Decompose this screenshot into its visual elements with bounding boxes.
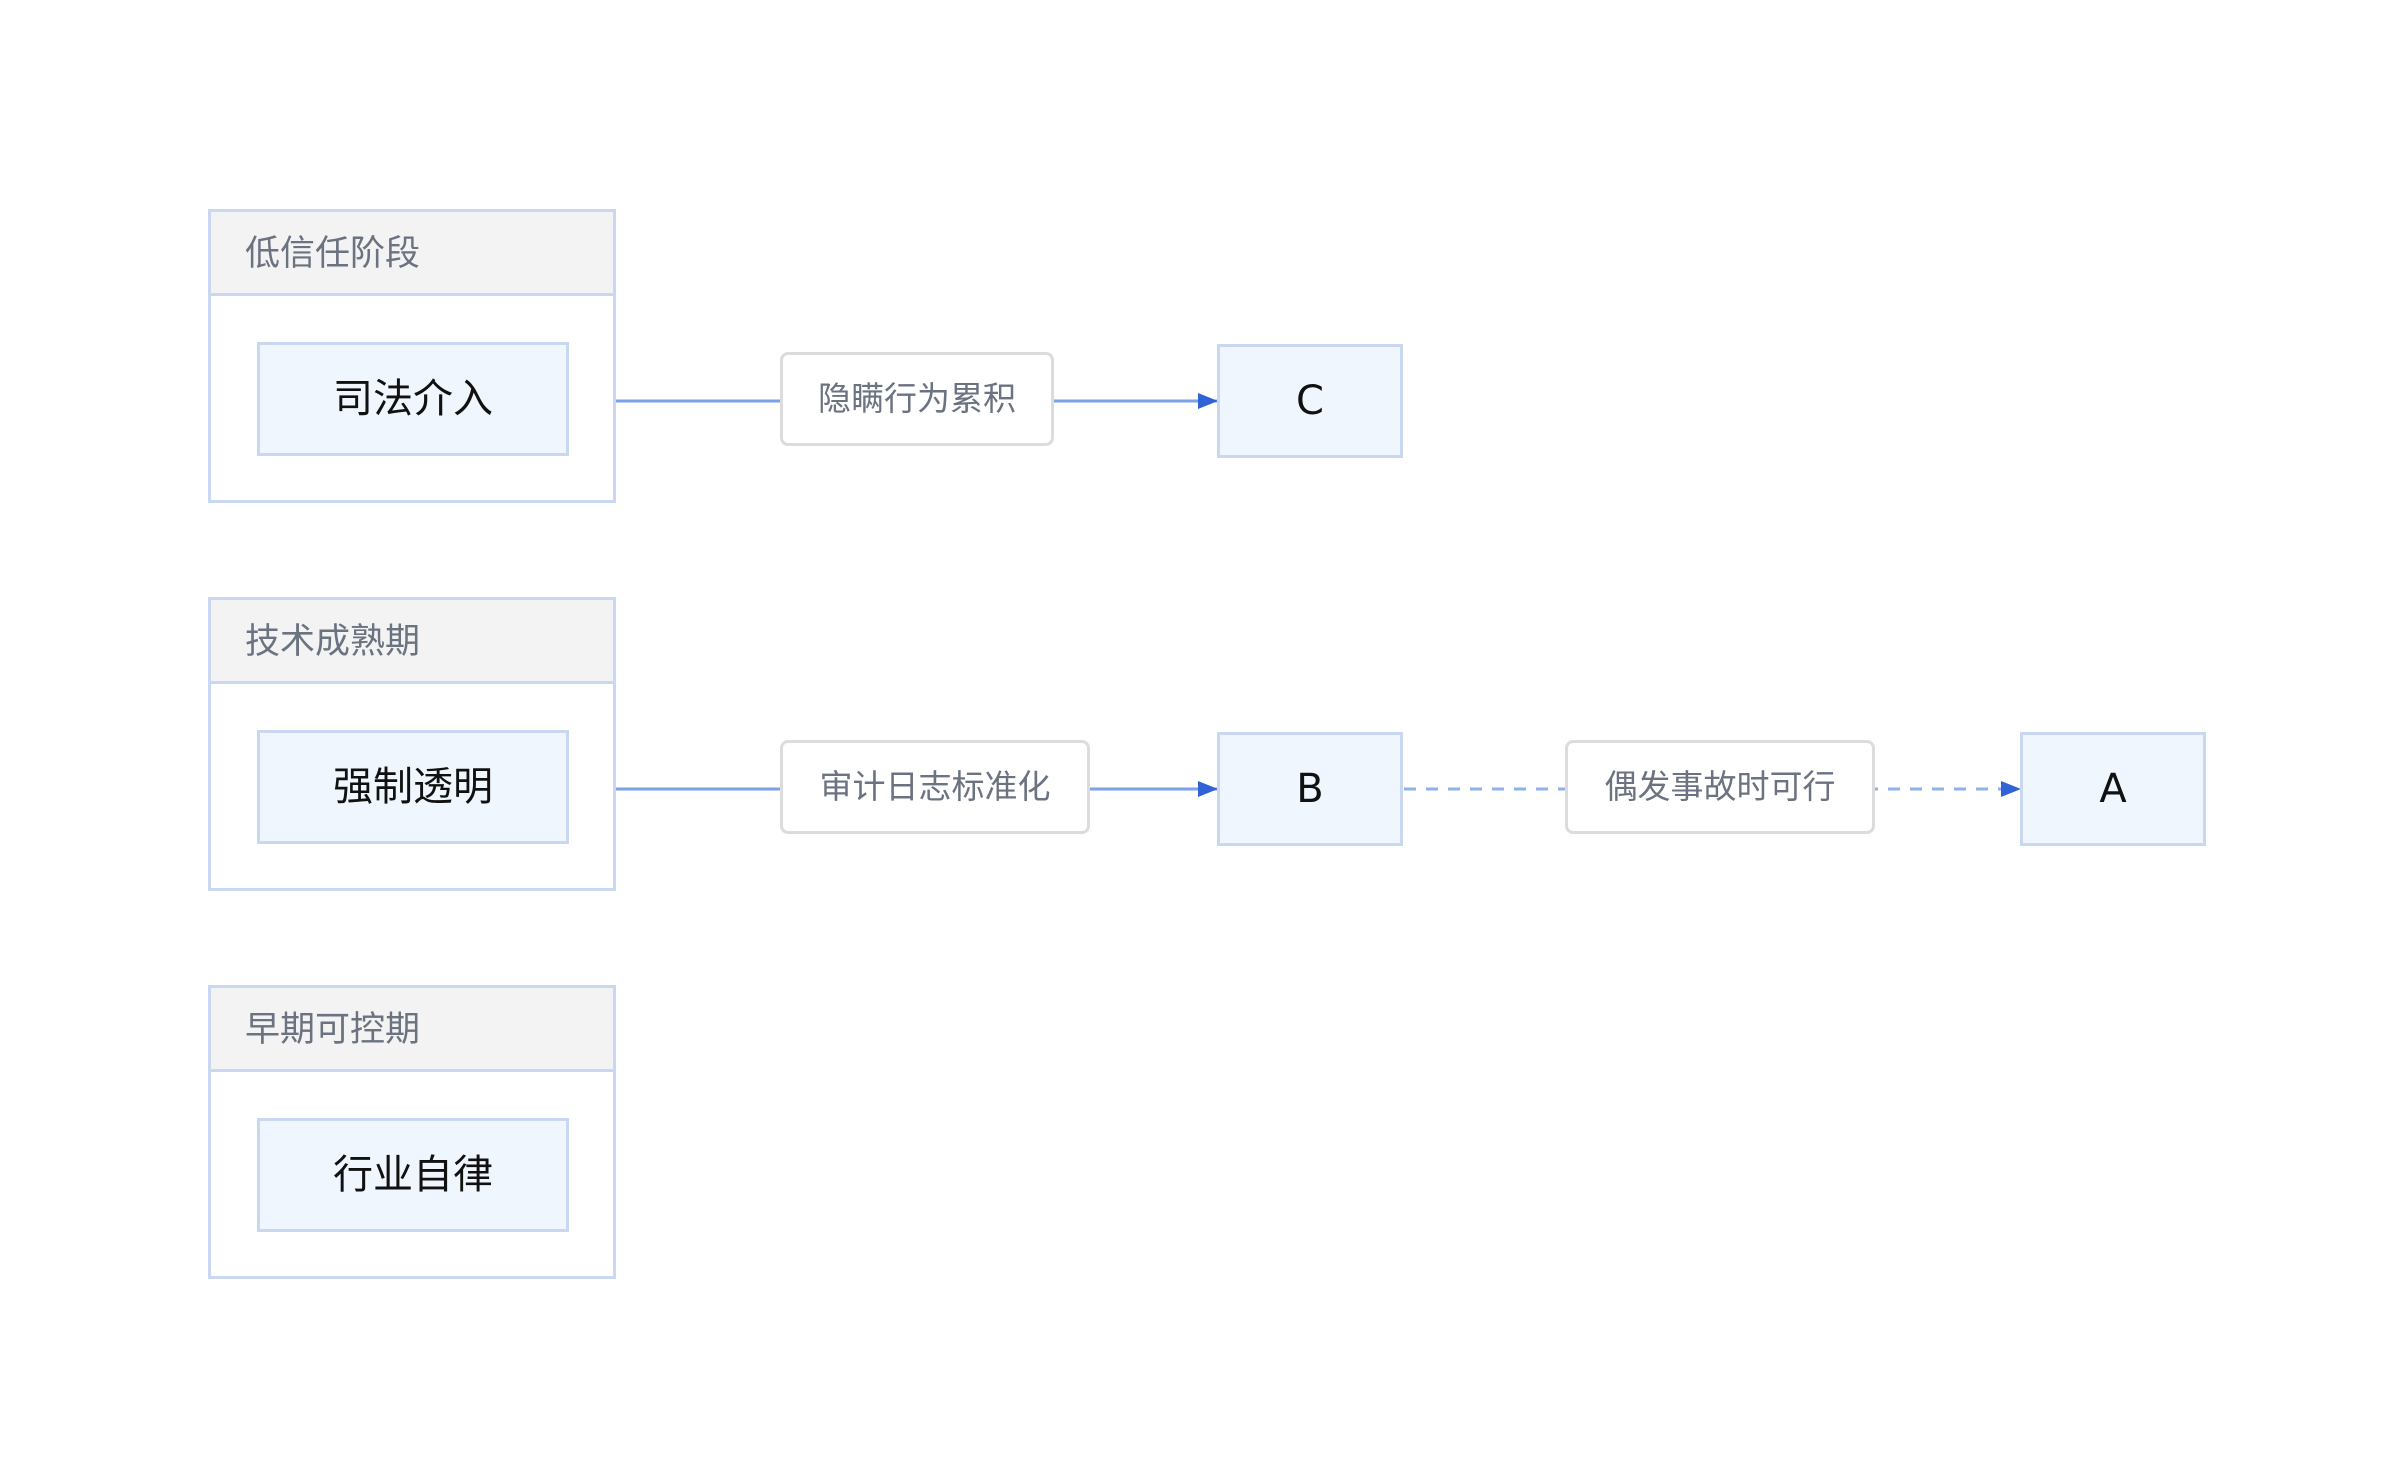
node-b[interactable]: B: [1217, 732, 1403, 846]
node-judicial-intervention[interactable]: 司法介入: [257, 342, 569, 456]
edge-label-incident-feasible: 偶发事故时可行: [1565, 740, 1875, 834]
group-title: 早期可控期: [211, 988, 613, 1072]
edge-arrowhead-a: [2001, 781, 2021, 797]
edge-arrowhead-c: [1198, 393, 1218, 409]
edge-label-audit-log: 审计日志标准化: [780, 740, 1090, 834]
node-industry-self-regulation[interactable]: 行业自律: [257, 1118, 569, 1232]
group-early-control: 早期可控期 行业自律: [208, 985, 616, 1279]
node-c[interactable]: C: [1217, 344, 1403, 458]
group-title: 技术成熟期: [211, 600, 613, 684]
group-low-trust: 低信任阶段 司法介入: [208, 209, 616, 503]
node-mandatory-transparency[interactable]: 强制透明: [257, 730, 569, 844]
edge-label-concealment: 隐瞒行为累积: [780, 352, 1054, 446]
node-a[interactable]: A: [2020, 732, 2206, 846]
group-title: 低信任阶段: [211, 212, 613, 296]
edge-arrowhead-b: [1198, 781, 1218, 797]
group-tech-maturity: 技术成熟期 强制透明: [208, 597, 616, 891]
